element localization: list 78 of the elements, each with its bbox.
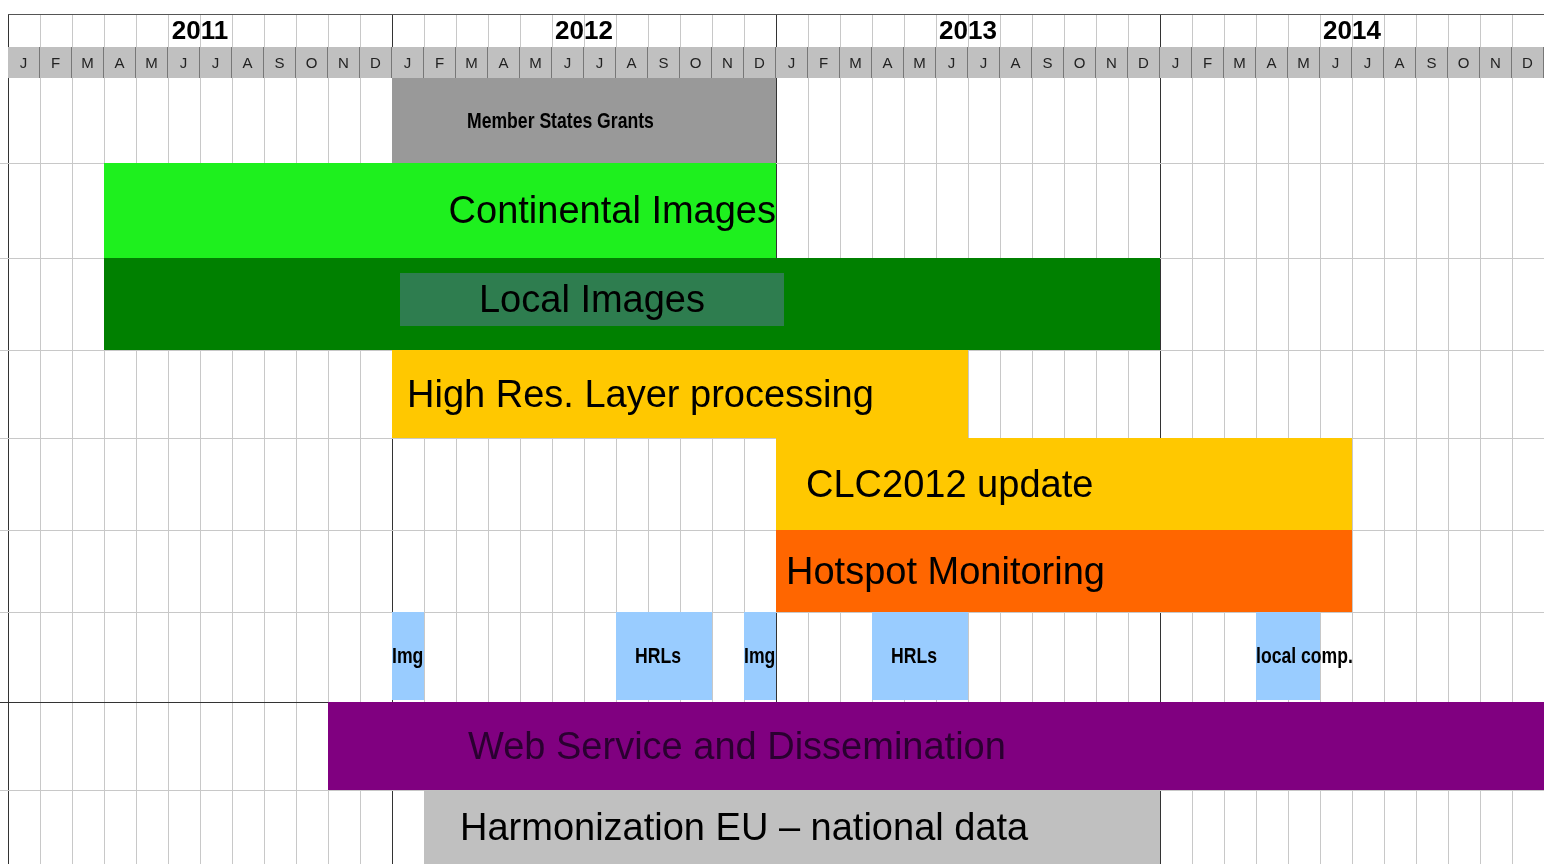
month-label: S xyxy=(1032,47,1064,78)
month-label: J xyxy=(936,47,968,78)
month-label: J xyxy=(552,47,584,78)
timeline-bar xyxy=(744,612,776,700)
month-label: A xyxy=(232,47,264,78)
bar-label: High Res. Layer processing xyxy=(407,372,874,416)
month-label: D xyxy=(1128,47,1160,78)
year-label: 2014 xyxy=(1322,14,1382,47)
bar-label: Hotspot Monitoring xyxy=(786,549,1105,593)
timeline-bar xyxy=(872,612,968,700)
month-label: M xyxy=(72,47,104,78)
month-label: J xyxy=(392,47,424,78)
month-label: A xyxy=(488,47,520,78)
year-label: 2013 xyxy=(938,14,998,47)
month-label: O xyxy=(1448,47,1480,78)
month-label: N xyxy=(712,47,744,78)
timeline-bar xyxy=(392,78,776,163)
month-label: A xyxy=(1256,47,1288,78)
month-label: M xyxy=(840,47,872,78)
month-label: J xyxy=(968,47,1000,78)
bar-label: Member States Grants xyxy=(467,107,655,134)
month-label: J xyxy=(1160,47,1192,78)
month-label: F xyxy=(808,47,840,78)
bar-label: Local Images xyxy=(479,278,705,321)
month-label: J xyxy=(168,47,200,78)
bar-label: HRLs xyxy=(891,643,938,669)
bar-label: Harmonization EU – national data xyxy=(460,805,1029,849)
month-label: J xyxy=(1320,47,1352,78)
month-label: M xyxy=(1288,47,1320,78)
month-label: M xyxy=(1224,47,1256,78)
bar-label: Img xyxy=(392,643,424,669)
year-label: 2011 xyxy=(170,14,230,47)
bar-label: HRLs xyxy=(635,643,682,669)
bar-label: CLC2012 update xyxy=(806,462,1094,506)
month-label: A xyxy=(1000,47,1032,78)
month-label: N xyxy=(1480,47,1512,78)
month-label: J xyxy=(1352,47,1384,78)
bar-label: Continental Images xyxy=(448,189,776,232)
month-label: N xyxy=(1096,47,1128,78)
month-label: J xyxy=(584,47,616,78)
timeline-bar xyxy=(424,790,1160,864)
timeline-bar xyxy=(616,612,712,700)
timeline-bar xyxy=(392,350,968,438)
month-label: A xyxy=(104,47,136,78)
month-label: M xyxy=(136,47,168,78)
month-label: A xyxy=(872,47,904,78)
timeline-bar xyxy=(104,258,1160,350)
bar-label: Web Service and Dissemination xyxy=(468,724,1006,768)
month-label: O xyxy=(1064,47,1096,78)
month-label: M xyxy=(520,47,552,78)
month-label: D xyxy=(1512,47,1544,78)
bar-label: Img xyxy=(744,643,776,669)
month-label: M xyxy=(904,47,936,78)
year-label: 2012 xyxy=(554,14,614,47)
month-label: F xyxy=(1192,47,1224,78)
month-label: F xyxy=(424,47,456,78)
month-label: D xyxy=(360,47,392,78)
timeline-bar xyxy=(328,702,1544,790)
month-label: F xyxy=(40,47,72,78)
timeline-bar xyxy=(104,163,776,258)
month-label: O xyxy=(680,47,712,78)
month-label: J xyxy=(8,47,40,78)
month-label: O xyxy=(296,47,328,78)
month-label: J xyxy=(776,47,808,78)
month-label: D xyxy=(744,47,776,78)
timeline-bar xyxy=(776,438,1352,530)
month-label: M xyxy=(456,47,488,78)
timeline-bar xyxy=(400,273,784,326)
timeline-bar xyxy=(392,612,424,700)
month-label: A xyxy=(616,47,648,78)
month-label: A xyxy=(1384,47,1416,78)
month-label: S xyxy=(264,47,296,78)
month-label: S xyxy=(1416,47,1448,78)
month-label: J xyxy=(200,47,232,78)
month-label: N xyxy=(328,47,360,78)
bar-label: local comp. xyxy=(1256,643,1353,669)
month-label: S xyxy=(648,47,680,78)
timeline-bar xyxy=(776,530,1352,612)
